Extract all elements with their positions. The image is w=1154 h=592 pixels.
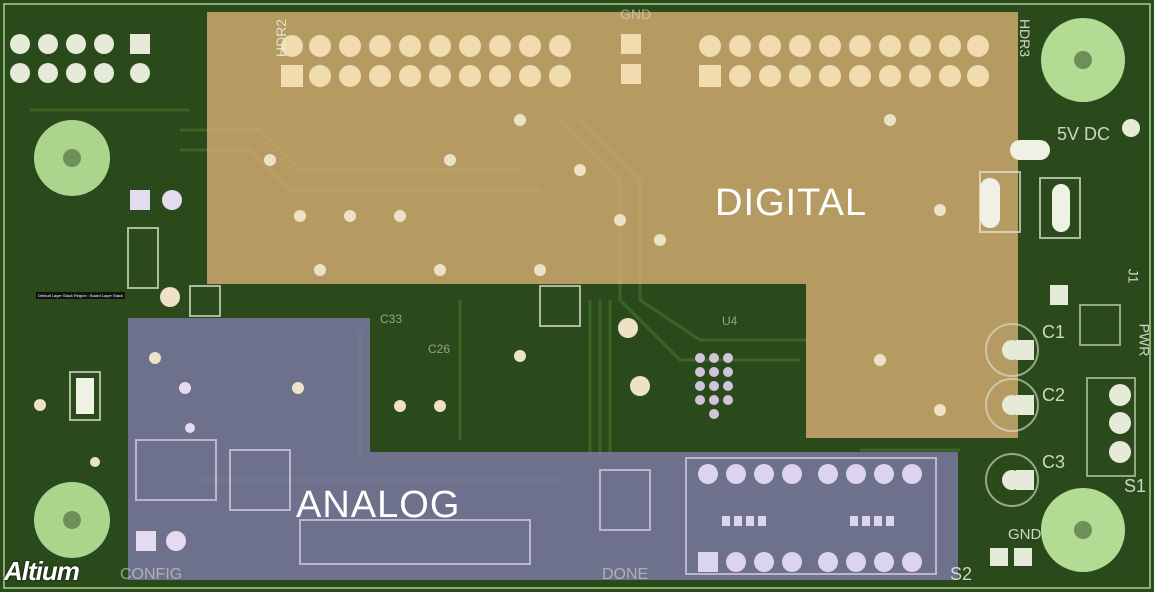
- s1-label: S1: [1124, 476, 1147, 496]
- done-label: DONE: [602, 566, 649, 583]
- c33-label: C33: [380, 312, 403, 326]
- c3-label: C3: [1042, 452, 1066, 472]
- digital-region: [207, 12, 1018, 438]
- digital-region-label: DIGITAL: [715, 182, 867, 224]
- layer-tooltip: Default Layer Stack Region : Board Layer…: [36, 292, 125, 299]
- c2-label: C2: [1042, 385, 1066, 405]
- power-label: 5V DC: [1057, 124, 1111, 144]
- analog-region: [128, 318, 958, 580]
- config-label: CONFIG: [120, 566, 183, 583]
- pwr-label: PWR: [1136, 323, 1153, 357]
- c26-label: C26: [428, 342, 451, 356]
- hdr3-label: HDR3: [1017, 18, 1034, 58]
- gnd-bottom-label: GND: [1008, 526, 1042, 543]
- hdr2-label: HDR2: [273, 18, 290, 58]
- analog-region-label: ANALOG: [296, 484, 461, 526]
- c1-label: C1: [1042, 322, 1066, 342]
- gnd-top-label: GND: [620, 6, 652, 22]
- s2-label: S2: [950, 564, 973, 584]
- u4-label: U4: [722, 314, 738, 328]
- j1-label: J1: [1125, 268, 1142, 284]
- altium-logo: Altium: [4, 556, 80, 586]
